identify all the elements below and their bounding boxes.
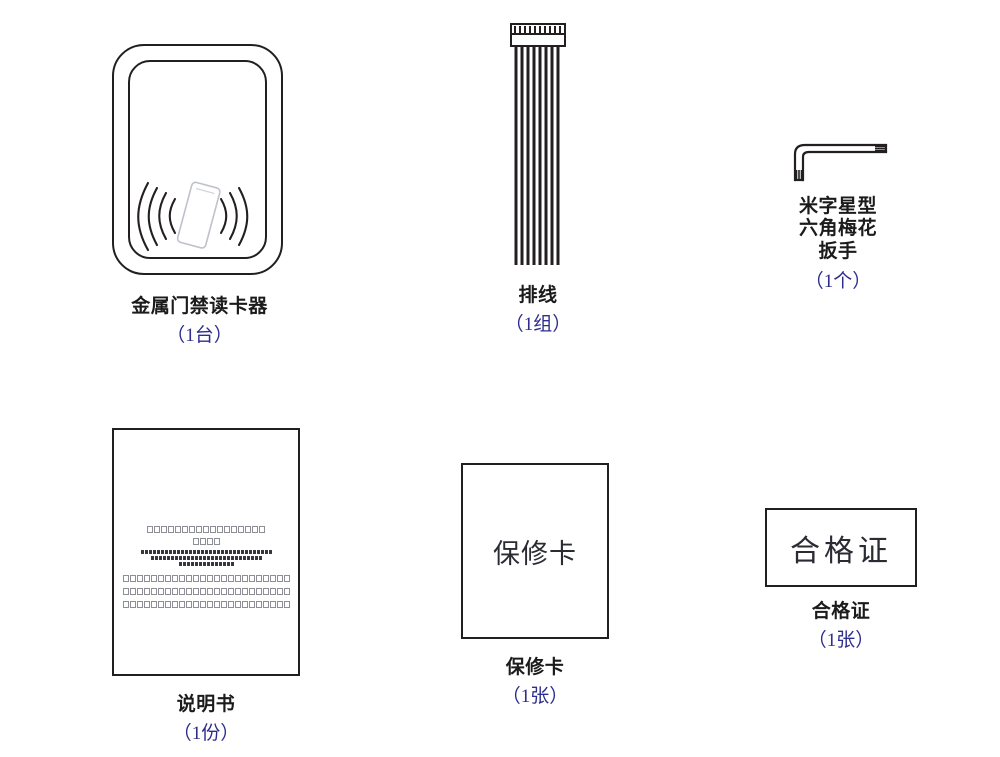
caption-card-reader: 金属门禁读卡器 （1台） [131, 296, 268, 348]
instruction-manual-icon [112, 428, 300, 676]
certificate-face: 合格证 [765, 508, 917, 587]
item-title-line-1: 米字星型 [798, 196, 877, 217]
caption-manual: 说明书 （1份） [173, 694, 240, 746]
manual-text-row [178, 562, 234, 566]
item-quantity: （1张） [501, 686, 569, 708]
item-title: 金属门禁读卡器 [131, 296, 268, 317]
item-title: 排线 [518, 285, 558, 306]
item-title-line-2: 六角梅花 [798, 218, 877, 240]
ribbon-cable-drawing [510, 23, 566, 265]
item-torx-wrench: 米字星型 六角梅花 扳手 （1个） [782, 136, 894, 294]
item-quantity: （1份） [172, 723, 240, 745]
ribbon-cable-icon [503, 18, 573, 268]
certificate-text: 合格证 [790, 534, 892, 568]
warranty-card-text: 保修卡 [493, 538, 577, 569]
certificate-icon: 合格证 [765, 508, 917, 587]
item-title: 合格证 [811, 601, 871, 622]
item-warranty-card: 保修卡 保修卡 （1张） [461, 463, 609, 709]
manual-text-row [150, 556, 262, 560]
item-title: 保修卡 [505, 657, 565, 678]
manual-text-row [122, 588, 290, 595]
manual-placeholder-text [114, 526, 298, 608]
manual-text-row [122, 601, 290, 608]
item-ribbon-cable: 排线 （1组） [503, 18, 573, 337]
caption-ribbon-cable: 排线 （1组） [505, 285, 572, 337]
manual-page [112, 428, 300, 676]
warranty-card-face: 保修卡 [461, 463, 609, 639]
item-manual: 说明书 （1份） [112, 428, 300, 746]
wrench-drawing [793, 143, 888, 182]
manual-text-row [140, 550, 272, 554]
item-card-reader: 金属门禁读卡器 （1台） [112, 44, 287, 348]
rfid-wave-card-icon [137, 181, 249, 252]
manual-text-row [122, 575, 290, 582]
item-title: 说明书 [176, 694, 236, 715]
caption-torx-wrench: 米字星型 六角梅花 扳手 （1个） [799, 196, 877, 294]
caption-warranty-card: 保修卡 （1张） [502, 657, 569, 709]
item-quantity: （1个） [804, 271, 872, 293]
warranty-card-icon: 保修卡 [461, 463, 609, 639]
manual-text-row [192, 538, 220, 545]
torx-hex-wrench-icon [783, 136, 893, 182]
item-certificate: 合格证 合格证 （1张） [765, 508, 917, 653]
metal-access-card-reader-icon [112, 44, 287, 279]
item-title-line-3: 扳手 [818, 240, 858, 262]
item-quantity: （1组） [504, 314, 572, 336]
item-quantity: （1台） [166, 325, 233, 347]
caption-certificate: 合格证 （1张） [808, 601, 875, 653]
item-quantity: （1张） [807, 630, 875, 652]
manual-text-row [147, 526, 265, 533]
